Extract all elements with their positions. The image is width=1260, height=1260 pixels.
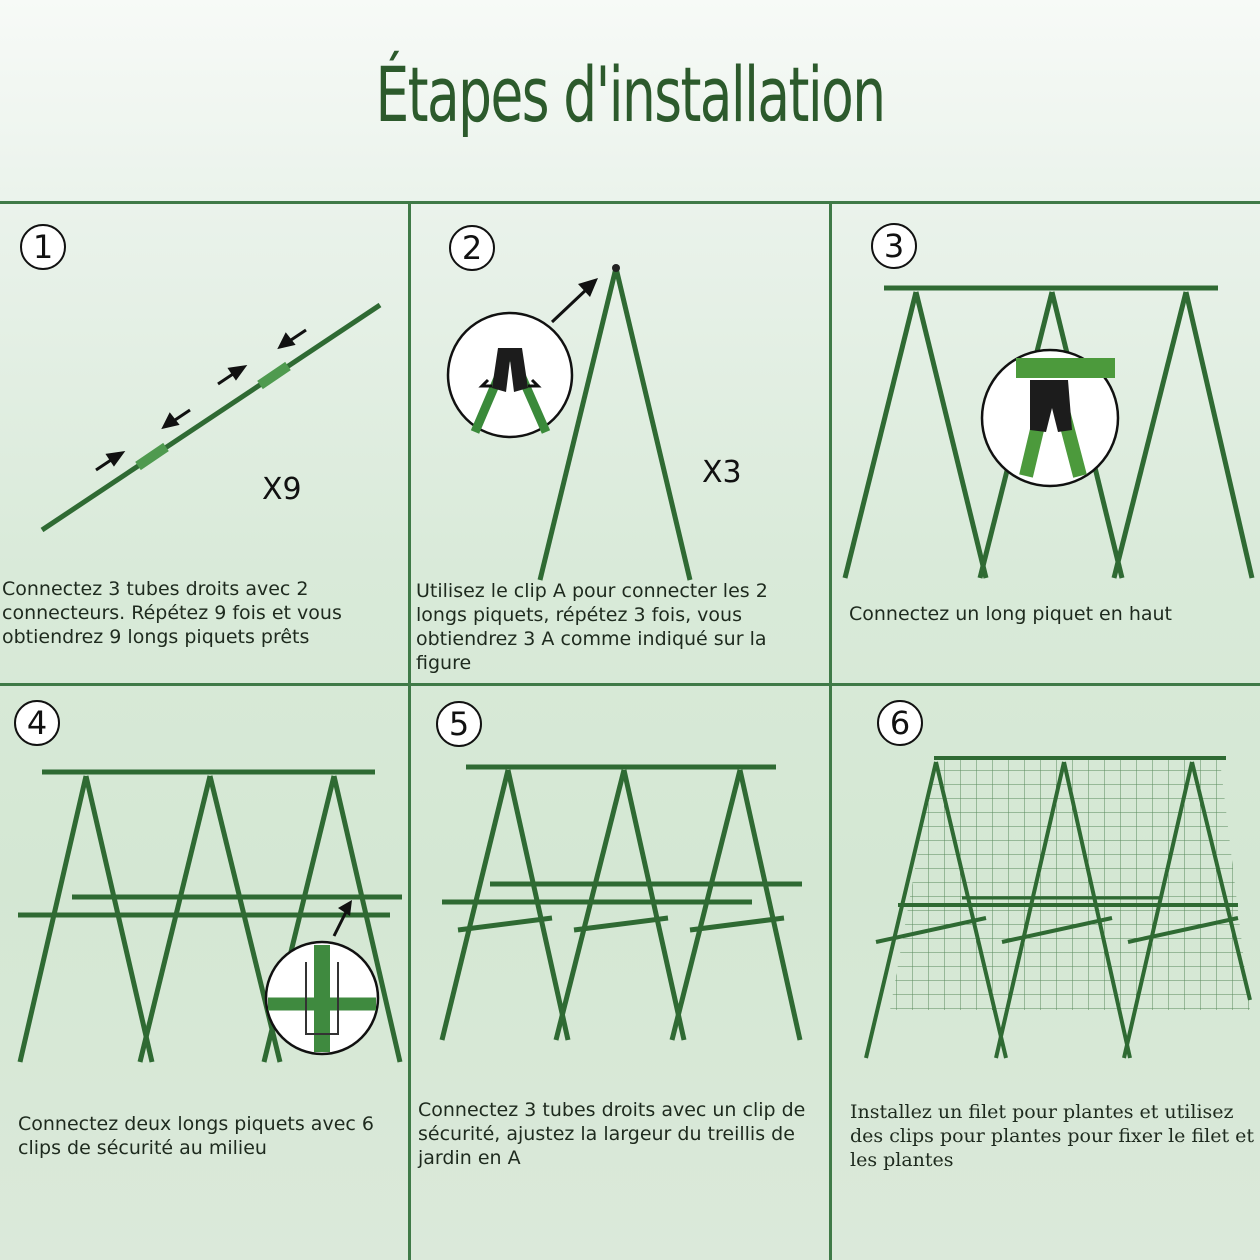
step-1-caption: Connectez 3 tubes droits avec 2 connecte…	[2, 578, 342, 648]
step-2-illustration	[446, 264, 693, 581]
page-title: Étapes d'installation	[375, 50, 886, 139]
step-number-badge: 6	[877, 700, 923, 746]
step-number-badge: 1	[20, 224, 66, 270]
step-number-badge: 4	[14, 700, 60, 746]
step-number-badge: 3	[871, 223, 917, 269]
step-2-multiplier: X3	[702, 455, 742, 490]
step-number-badge: 5	[436, 701, 482, 747]
step-4-illustration	[17, 769, 403, 1063]
step-5-illustration	[439, 764, 803, 1041]
step-1-multiplier: X9	[262, 472, 302, 507]
step-6-illustration	[864, 756, 1252, 1059]
step-3-caption: Connectez un long piquet en haut	[849, 603, 1172, 625]
step-6-caption: Installez un filet pour plantes et utili…	[850, 1101, 1255, 1171]
step-5-caption: Connectez 3 tubes droits avec un clip de…	[418, 1099, 806, 1169]
grid-divider-right	[829, 201, 832, 1260]
step-number-badge: 2	[449, 225, 495, 271]
step-3-illustration	[842, 285, 1255, 579]
step-1-illustration	[40, 302, 382, 533]
step-2-caption: Utilisez le clip A pour connecter les 2 …	[416, 580, 768, 674]
grid-top-border	[0, 201, 1260, 204]
grid-middle-border	[0, 683, 1260, 686]
grid-divider-left	[408, 201, 411, 1260]
step-4-caption: Connectez deux longs piquets avec 6 clip…	[18, 1113, 374, 1159]
